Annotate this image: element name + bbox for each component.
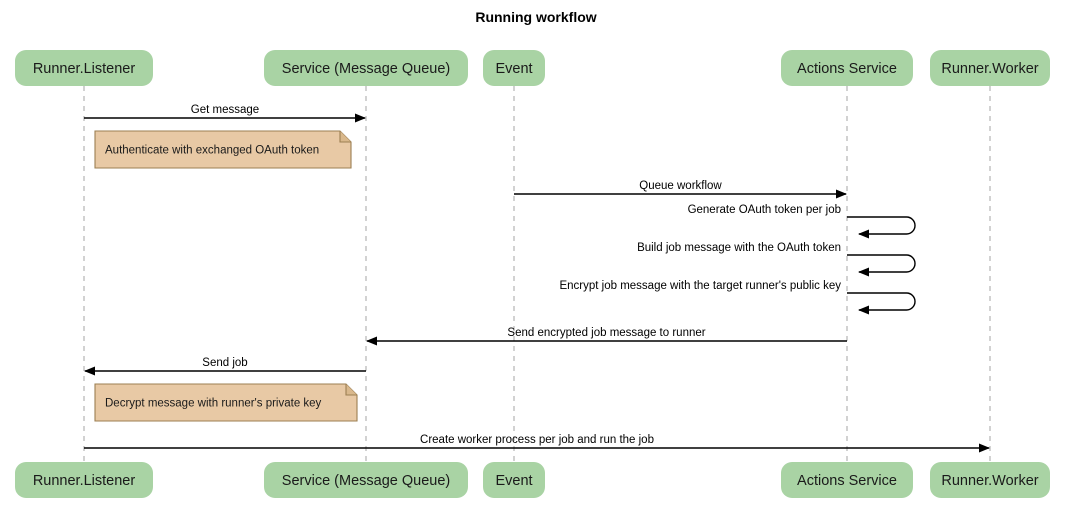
- actor-label-actions-service-bottom: Actions Service: [797, 473, 897, 489]
- note-authenticate-note: Authenticate with exchanged OAuth token: [94, 130, 352, 169]
- message-build-job-message-with-oauth-token: Build job message with the OAuth token: [637, 242, 916, 277]
- message-label-build-job-message-with-oauth-token: Build job message with the OAuth token: [637, 242, 841, 254]
- message-loop-line-build-job-message-with-oauth-token: [847, 254, 916, 277]
- page-title: Running workflow: [475, 9, 596, 25]
- message-send-job: Send job: [84, 357, 366, 376]
- actor-box-runner-worker-top[interactable]: [930, 50, 1050, 86]
- actor-label-service-message-queue-top: Service (Message Queue): [282, 61, 450, 77]
- actor-box-event-top[interactable]: [483, 50, 545, 86]
- note-fold-icon-authenticate-note: [339, 131, 351, 143]
- actor-box-runner-listener-bottom[interactable]: [15, 462, 153, 498]
- actor-box-actions-service-top[interactable]: [781, 50, 913, 86]
- actor-label-runner-worker-bottom: Runner.Worker: [941, 473, 1038, 489]
- message-label-send-encrypted-job-message-to-runner: Send encrypted job message to runner: [507, 327, 705, 339]
- actors-bottom-group: Runner.Listener Service (Message Queue) Ev…: [15, 462, 1050, 498]
- message-label-encrypt-job-message-public-key: Encrypt job message with the target runn…: [559, 280, 841, 292]
- note-label-authenticate-note: Authenticate with exchanged OAuth token: [105, 145, 319, 157]
- actor-box-service-message-queue-bottom[interactable]: [264, 462, 468, 498]
- message-loop-line-encrypt-job-message-public-key: [847, 292, 916, 315]
- notes-group: Authenticate with exchanged OAuth tokenD…: [94, 130, 358, 422]
- actor-label-actions-service-top: Actions Service: [797, 61, 897, 77]
- note-fold-icon-decrypt-note: [345, 384, 357, 396]
- note-body-authenticate-note: [94, 130, 352, 169]
- actor-box-actions-service-bottom[interactable]: [781, 462, 913, 498]
- actor-label-event-top: Event: [495, 61, 532, 77]
- actor-box-runner-worker-bottom[interactable]: [930, 462, 1050, 498]
- message-create-worker-process-per-job: Create worker process per job and run th…: [84, 434, 990, 453]
- message-loop-line-generate-oauth-token-per-job: [847, 216, 916, 239]
- note-decrypt-note: Decrypt message with runner's private ke…: [94, 383, 358, 422]
- note-body-decrypt-note: [94, 383, 358, 422]
- actor-box-event-bottom[interactable]: [483, 462, 545, 498]
- message-generate-oauth-token-per-job: Generate OAuth token per job: [688, 204, 916, 239]
- actor-box-service-message-queue-top[interactable]: [264, 50, 468, 86]
- message-queue-workflow: Queue workflow: [514, 180, 847, 199]
- lifelines-group: [83, 86, 991, 462]
- message-encrypt-job-message-public-key: Encrypt job message with the target runn…: [559, 280, 916, 315]
- actor-label-service-message-queue-bottom: Service (Message Queue): [282, 473, 450, 489]
- message-label-send-job: Send job: [202, 357, 247, 369]
- message-get-message: Get message: [84, 104, 366, 123]
- actors-top-group: Runner.Listener Service (Message Queue) Ev…: [15, 50, 1050, 86]
- message-label-generate-oauth-token-per-job: Generate OAuth token per job: [688, 204, 841, 216]
- note-label-decrypt-note: Decrypt message with runner's private ke…: [105, 398, 322, 410]
- actor-label-runner-listener-bottom: Runner.Listener: [33, 473, 136, 489]
- actor-box-runner-listener-top[interactable]: [15, 50, 153, 86]
- actor-label-event-bottom: Event: [495, 473, 532, 489]
- message-label-create-worker-process-per-job: Create worker process per job and run th…: [420, 434, 654, 446]
- message-label-queue-workflow: Queue workflow: [639, 180, 722, 192]
- message-send-encrypted-job-message-to-runner: Send encrypted job message to runner: [366, 327, 847, 346]
- actor-label-runner-worker-top: Runner.Worker: [941, 61, 1038, 77]
- actor-label-runner-listener-top: Runner.Listener: [33, 61, 136, 77]
- message-label-get-message: Get message: [191, 104, 259, 116]
